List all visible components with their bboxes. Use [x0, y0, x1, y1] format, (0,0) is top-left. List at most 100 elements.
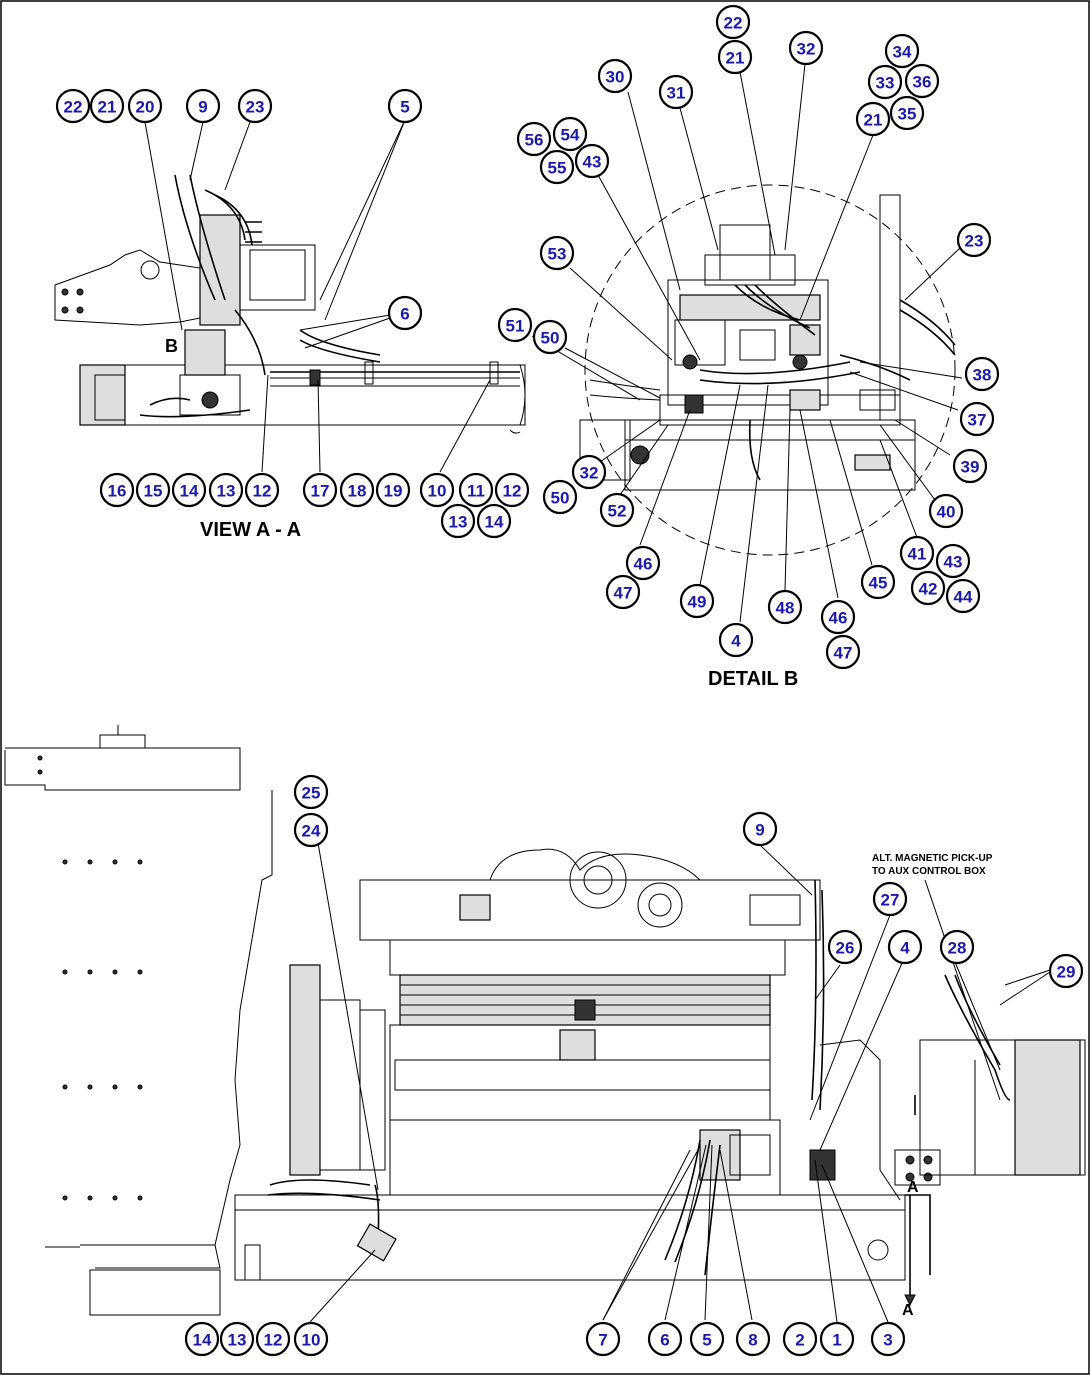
callout-number: 3 [883, 1331, 892, 1350]
callout-circle [387, 295, 423, 331]
callout-circle [476, 503, 512, 539]
callout-22: 22 [55, 88, 91, 124]
callout-circle [679, 583, 715, 619]
callout-circle [904, 63, 940, 99]
callout-47: 47 [605, 574, 641, 610]
callout-number: 47 [834, 644, 853, 663]
callout-circle [718, 622, 754, 658]
callout-22: 22 [715, 4, 751, 40]
callout-49: 49 [679, 583, 715, 619]
callout-37: 37 [959, 401, 995, 437]
callout-number: 25 [302, 784, 321, 803]
callout-circle [542, 479, 578, 515]
callout-42: 42 [910, 570, 946, 606]
callout-35: 35 [889, 95, 925, 131]
callout-21: 21 [855, 101, 891, 137]
callout-number: 36 [913, 73, 932, 92]
callout-27: 27 [872, 881, 908, 917]
callout-circle [571, 454, 607, 490]
callout-40: 40 [928, 493, 964, 529]
callout-38: 38 [964, 356, 1000, 392]
callout-25: 25 [293, 774, 329, 810]
callout-circle [819, 1321, 855, 1357]
callout-number: 31 [667, 84, 686, 103]
callout-number: 13 [228, 1331, 247, 1350]
callout-14: 14 [476, 503, 512, 539]
callout-45: 45 [860, 564, 896, 600]
callout-13: 13 [219, 1321, 255, 1357]
callout-number: 7 [598, 1331, 607, 1350]
callout-21: 21 [717, 39, 753, 75]
callout-circle [237, 88, 273, 124]
callout-circle [440, 503, 476, 539]
callout-4: 4 [887, 929, 923, 965]
callout-number: 11 [467, 482, 485, 501]
callout-28: 28 [939, 929, 975, 965]
callout-number: 2 [795, 1331, 804, 1350]
callout-circle [1048, 953, 1084, 989]
callout-number: 6 [400, 305, 409, 324]
callout-circle [959, 401, 995, 437]
callout-26: 26 [827, 929, 863, 965]
callout-number: 37 [968, 411, 987, 430]
callout-number: 15 [144, 482, 163, 501]
callout-number: 46 [634, 555, 653, 574]
callout-number: 28 [948, 939, 967, 958]
main-engine-drawing [4, 725, 1086, 1316]
callout-number: 54 [561, 126, 580, 145]
callout-circle [717, 39, 753, 75]
callout-circle [658, 74, 694, 110]
callout-circle [647, 1321, 683, 1357]
callout-52: 52 [599, 492, 635, 528]
callout-circle [899, 535, 935, 571]
callout-circle [782, 1321, 818, 1357]
callout-number: 12 [253, 482, 272, 501]
callout-circle [208, 472, 244, 508]
callout-18: 18 [339, 472, 375, 508]
callout-30: 30 [597, 58, 633, 94]
callout-10: 10 [419, 472, 455, 508]
detail-b-leaders [531, 63, 963, 623]
callout-7: 7 [585, 1321, 621, 1357]
detail-b-title: DETAIL B [708, 668, 798, 690]
callout-number: 23 [965, 232, 984, 251]
callout-number: 9 [755, 821, 764, 840]
callout-number: 51 [506, 317, 525, 336]
callout-circle [742, 811, 778, 847]
callout-33: 33 [867, 64, 903, 100]
callout-circle [788, 30, 824, 66]
callout-circle [952, 448, 988, 484]
callout-circle [339, 472, 375, 508]
callout-number: 40 [937, 503, 956, 522]
callout-53: 53 [539, 235, 575, 271]
callout-number: 45 [869, 574, 888, 593]
callout-circle [387, 88, 423, 124]
callout-circle [625, 545, 661, 581]
callout-number: 26 [836, 939, 855, 958]
callout-14: 14 [171, 472, 207, 508]
callout-number: 32 [797, 40, 816, 59]
callout-55: 55 [539, 149, 575, 185]
note-line-2: TO AUX CONTROL BOX [872, 866, 986, 877]
callout-number: 56 [525, 131, 544, 150]
callout-29: 29 [1048, 953, 1084, 989]
callout-21: 21 [89, 88, 125, 124]
callout-number: 21 [98, 98, 117, 117]
callout-circle [171, 472, 207, 508]
callout-5: 5 [689, 1321, 725, 1357]
callout-circle [244, 472, 280, 508]
callout-number: 5 [702, 1331, 711, 1350]
callout-number: 17 [311, 482, 330, 501]
callout-number: 38 [973, 366, 992, 385]
callout-number: 19 [384, 482, 403, 501]
callout-circle [494, 472, 530, 508]
callout-number: 20 [136, 98, 155, 117]
view-aa-drawing [54, 174, 526, 434]
callout-circle [820, 599, 856, 635]
callout-circle [597, 58, 633, 94]
callout-48: 48 [767, 589, 803, 625]
callout-number: 44 [954, 588, 973, 607]
callout-circle [539, 235, 575, 271]
callout-2: 2 [782, 1321, 818, 1357]
